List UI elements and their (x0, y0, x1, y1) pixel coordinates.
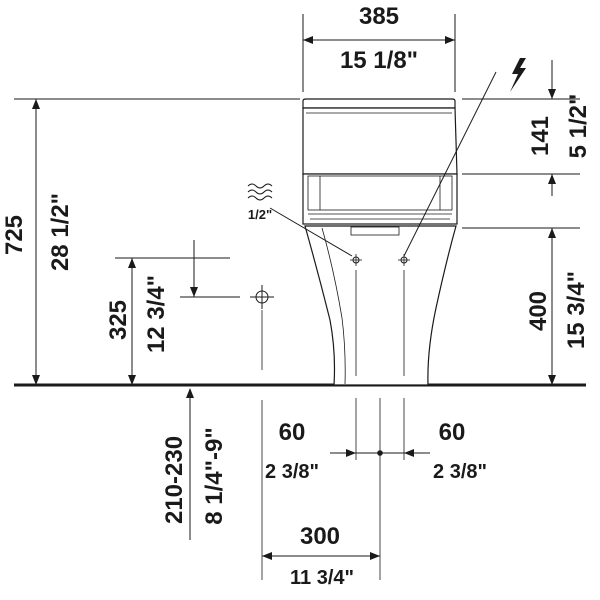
lightning-bolt-icon (510, 58, 526, 92)
tank-height-in-label: 5 1/2" (565, 94, 592, 159)
drain-height-in-label: 12 3/4" (143, 275, 170, 353)
drain-center-mark (250, 285, 274, 309)
supply-height-in-label: 15 3/4" (563, 271, 590, 349)
wall-range-mm-label: 210-230 (161, 436, 188, 524)
left-offset-in-label: 2 3/8" (265, 461, 319, 483)
right-offset-mm-label: 60 (439, 419, 466, 446)
center-distance-mm-label: 300 (300, 523, 340, 550)
dimension-lines (14, 14, 580, 580)
water-size-label: 1/2" (248, 207, 272, 222)
center-distance-in-label: 11 3/4" (290, 567, 354, 589)
height-mm-label: 725 (1, 215, 28, 255)
supply-height-mm-label: 400 (525, 291, 552, 331)
left-offset-mm-label: 60 (279, 419, 306, 446)
wall-range-in-label: 8 1/4"-9" (201, 427, 228, 524)
width-mm-label: 385 (359, 3, 399, 30)
toilet-outline (302, 98, 458, 386)
drain-height-mm-label: 325 (105, 300, 132, 340)
width-in-label: 15 1/8" (340, 47, 418, 74)
water-supply-icon (247, 183, 273, 201)
right-offset-in-label: 2 3/8" (433, 461, 487, 483)
tank-height-mm-label: 141 (527, 116, 554, 156)
height-in-label: 28 1/2" (47, 193, 74, 271)
